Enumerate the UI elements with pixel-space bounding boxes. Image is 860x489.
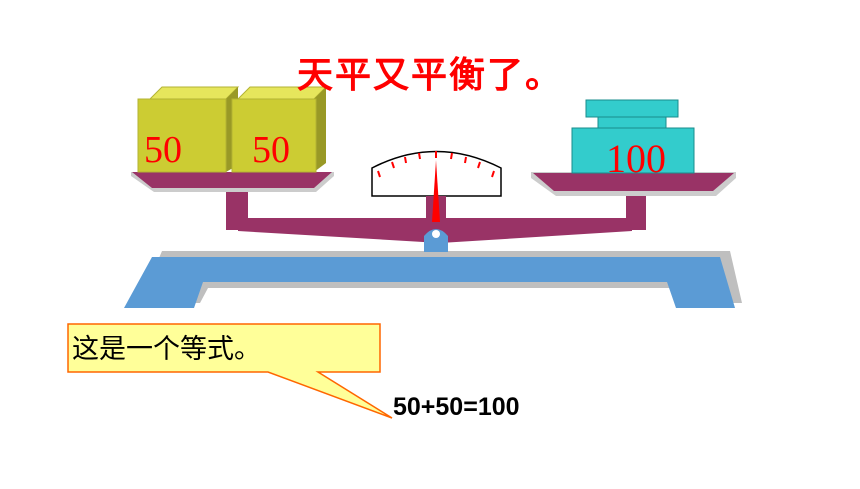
- left-pan-post: [226, 188, 248, 230]
- weight-block-1: 50: [137, 86, 240, 173]
- left-pan: [132, 172, 332, 188]
- weight-100: 100: [571, 99, 695, 181]
- balance-pointer: [432, 160, 440, 222]
- pivot: [424, 229, 448, 252]
- dial-ticks: [377, 151, 495, 178]
- right-pan: [533, 173, 734, 191]
- callout-bubble: [67, 323, 393, 419]
- right-pan-post: [626, 190, 646, 230]
- weight-block-1-label: 50: [144, 129, 182, 171]
- weight-block-2-label: 50: [252, 129, 290, 171]
- dial: [371, 150, 502, 222]
- weight-100-label: 100: [606, 136, 666, 181]
- scale-base: [124, 257, 735, 308]
- equation: 50+50=100: [393, 393, 520, 421]
- callout-text: 这是一个等式。: [72, 334, 261, 365]
- weight-block-2: 50: [231, 86, 328, 173]
- page-title: 天平又平衡了。: [296, 55, 563, 96]
